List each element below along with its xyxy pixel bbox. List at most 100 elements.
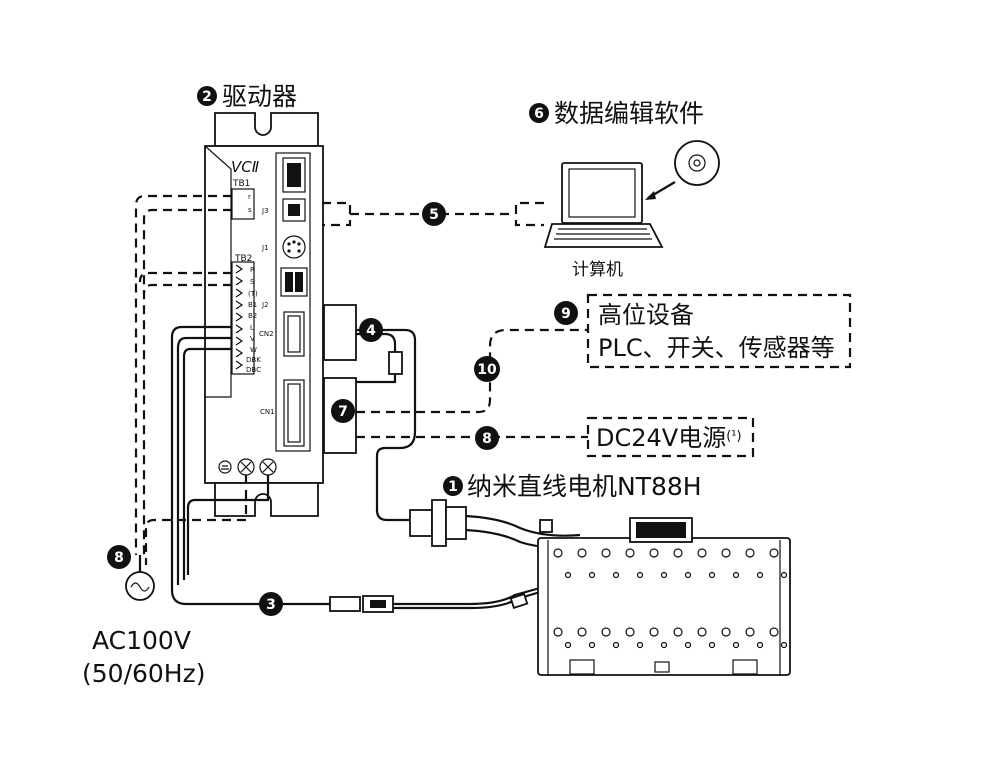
ac-power-line-tb2-s <box>142 283 232 295</box>
mount-hole <box>625 627 635 637</box>
mount-hole <box>588 571 596 579</box>
mount-hole <box>673 627 683 637</box>
tb2-dbk-label: DBK <box>246 356 261 364</box>
mount-hole <box>697 627 707 637</box>
mount-hole <box>649 548 659 558</box>
mount-hole <box>625 548 635 558</box>
ground-cable <box>186 475 270 575</box>
svg-text:9: 9 <box>561 306 571 322</box>
marker-3: 3 <box>259 592 283 616</box>
cd-disc-icon <box>645 140 720 200</box>
mount-hole <box>780 571 788 579</box>
j1-label: J1 <box>261 244 269 252</box>
ac-power-label: AC100V <box>92 626 191 655</box>
ac-power-line-s <box>142 208 232 555</box>
marker-8-ac: 8 <box>107 545 131 569</box>
mount-hole <box>601 627 611 637</box>
mount-hole <box>577 548 587 558</box>
mount-hole <box>588 641 596 649</box>
mount-hole <box>708 571 716 579</box>
marker-4: 4 <box>359 318 383 342</box>
mount-hole <box>756 641 764 649</box>
mount-hole <box>660 571 668 579</box>
mount-hole <box>564 641 572 649</box>
motor-power-cable-u <box>170 325 330 606</box>
svg-text:7: 7 <box>338 404 348 420</box>
motor-power-cable-w <box>182 347 232 580</box>
usb-link-left-plug <box>322 201 352 227</box>
host-device-detail: PLC、开关、传感器等 <box>598 334 835 362</box>
mount-hole <box>756 571 764 579</box>
tb2-s-label: S <box>250 278 255 286</box>
tb2-u-label: U <box>250 324 255 332</box>
marker-7: 7 <box>331 399 355 423</box>
mount-hole <box>684 571 692 579</box>
j3-label: J3 <box>261 207 269 215</box>
svg-text:5: 5 <box>429 207 439 223</box>
svg-text:2: 2 <box>202 89 212 105</box>
tb1-r-label: r <box>248 193 251 201</box>
motor-power-cable-v <box>176 336 232 585</box>
svg-text:1: 1 <box>448 479 458 495</box>
mount-hole <box>745 627 755 637</box>
mount-hole <box>780 641 788 649</box>
marker-6: 6 <box>529 103 549 123</box>
ac-frequency-label: (50/60Hz) <box>82 659 205 688</box>
mount-hole <box>721 548 731 558</box>
mount-hole <box>577 627 587 637</box>
tb2-v-label: V <box>250 335 255 343</box>
dc-power-box <box>586 416 755 458</box>
dc-power-label: DC24V电源(¹) <box>596 424 742 452</box>
mount-hole <box>673 548 683 558</box>
ground-line <box>144 475 248 565</box>
marker-10: 10 <box>474 356 500 382</box>
driver-unit <box>204 112 324 517</box>
mount-hole <box>553 548 563 558</box>
tb2-b1-label: B1 <box>248 301 257 309</box>
mount-hole <box>697 548 707 558</box>
ac-power-line-r <box>134 194 232 555</box>
svg-text:3: 3 <box>266 597 276 613</box>
mount-hole <box>649 627 659 637</box>
driver-label: 驱动器 <box>222 82 297 111</box>
tb2-b2-label: B2 <box>248 312 257 320</box>
marker-8-dc: 8 <box>475 426 499 450</box>
mount-hole <box>660 641 668 649</box>
ac-source-icon <box>125 555 155 601</box>
computer-label: 计算机 <box>572 260 623 280</box>
cn1-label: CN1 <box>260 408 275 416</box>
tb2-label: TB2 <box>234 254 252 264</box>
host-device-title: 高位设备 <box>598 301 694 329</box>
tb1-label: TB1 <box>232 179 250 189</box>
laptop-icon <box>543 162 664 248</box>
tb2-t-label: (T) <box>248 290 258 298</box>
tb1-s-label: s <box>248 206 252 214</box>
mount-hole <box>553 627 563 637</box>
motor-label: 纳米直线电机NT88H <box>467 472 702 501</box>
svg-text:10: 10 <box>477 362 497 378</box>
marker-2: 2 <box>197 86 217 106</box>
cn2-label: CN2 <box>259 330 274 338</box>
mount-hole <box>708 641 716 649</box>
driver-logo: VCⅡ <box>231 158 259 176</box>
marker-9: 9 <box>554 301 578 325</box>
mount-hole <box>721 627 731 637</box>
linear-motor <box>537 517 791 676</box>
tb2-dbc-label: DBC <box>246 366 261 374</box>
svg-text:4: 4 <box>366 323 376 339</box>
marker-5: 5 <box>422 202 446 226</box>
mount-hole <box>636 641 644 649</box>
mount-hole <box>601 548 611 558</box>
tb2-r-label: R <box>250 266 255 274</box>
ac-power-line-tb2-r <box>138 271 232 283</box>
mount-hole <box>636 571 644 579</box>
mount-hole <box>564 571 572 579</box>
j2-label: J2 <box>261 301 269 309</box>
mount-hole <box>769 548 779 558</box>
software-label: 数据编辑软件 <box>554 99 704 128</box>
svg-text:6: 6 <box>534 106 544 122</box>
mount-hole <box>612 571 620 579</box>
usb-link-right-plug <box>514 201 544 227</box>
motor-mount-holes <box>553 548 788 649</box>
